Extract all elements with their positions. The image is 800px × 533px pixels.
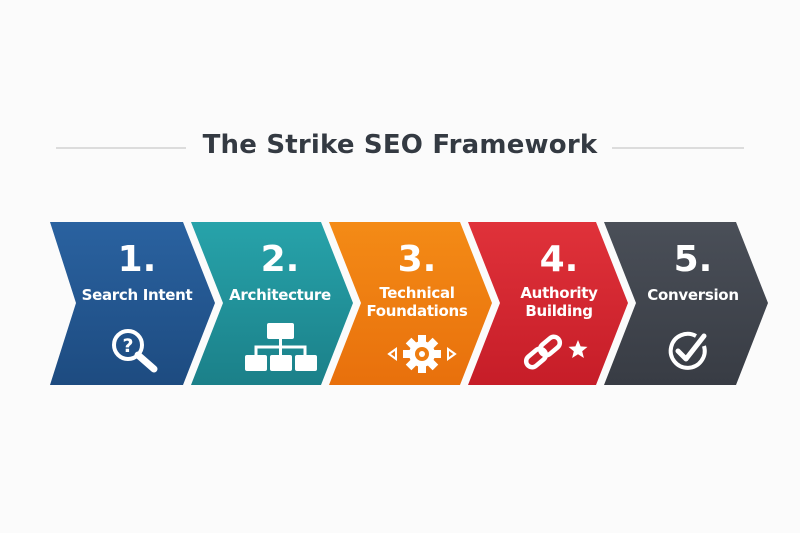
step-4-label-line2: Building	[525, 302, 593, 320]
sitemap-hierarchy-icon	[245, 323, 317, 371]
step-3-label-line1: Technical	[379, 284, 455, 302]
step-4-chevron	[468, 222, 628, 385]
step-2: 2. Architecture	[205, 239, 355, 305]
step-1-chevron	[50, 222, 215, 385]
step-3-chevron	[329, 222, 492, 385]
page-title: The Strike SEO Framework	[202, 130, 598, 160]
step-3-number: 3.	[397, 239, 437, 280]
step-4: 4. Authority Building	[484, 239, 634, 321]
step-2-chevron	[191, 222, 353, 385]
step-3: 3. Technical Foundations	[342, 239, 492, 321]
step-5-number: 5.	[673, 239, 713, 280]
link-star-icon	[523, 334, 588, 370]
svg-text:?: ?	[122, 335, 133, 357]
gear-arrows-icon	[387, 335, 457, 373]
step-3-label-line2: Foundations	[366, 302, 468, 320]
title-rule-left	[56, 147, 186, 149]
step-5-chevron	[604, 222, 768, 385]
step-5-label: Conversion	[647, 286, 739, 304]
step-5: 5. Conversion	[618, 239, 768, 305]
magnifier-question-icon: ?	[112, 329, 158, 373]
step-1-number: 1.	[117, 239, 157, 280]
step-2-number: 2.	[260, 239, 300, 280]
step-4-label-line1: Authority	[520, 284, 598, 302]
step-1-label: Search Intent	[81, 286, 193, 304]
step-1: 1. Search Intent	[62, 239, 212, 305]
step-2-label: Architecture	[229, 286, 331, 304]
step-4-number: 4.	[539, 239, 579, 280]
title-row: The Strike SEO Framework	[0, 128, 800, 168]
title-rule-right	[612, 147, 744, 149]
check-circle-icon	[668, 331, 707, 370]
